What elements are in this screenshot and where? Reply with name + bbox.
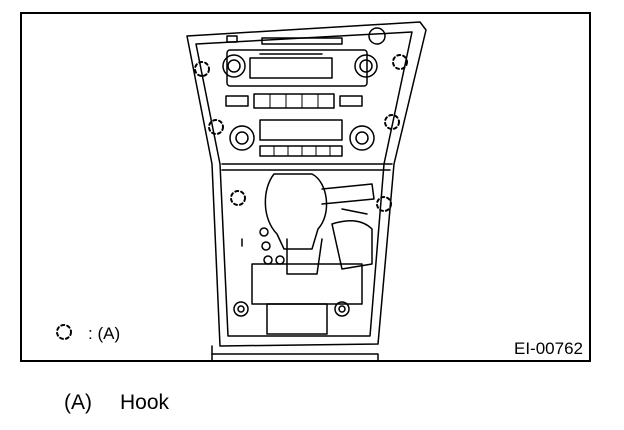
caption-id: (A): [64, 391, 92, 414]
climate-unit: [221, 119, 393, 171]
center-console-illustration: [56, 21, 427, 360]
hook-clips: [194, 54, 408, 212]
figure-code: EI-00762: [514, 339, 583, 358]
console-panel-outline: [186, 21, 427, 360]
legend-label: : (A): [88, 324, 121, 343]
hook-clip-icon: [208, 119, 224, 135]
hook-clip-legend-icon: [56, 324, 72, 340]
hook-clip-icon: [384, 114, 400, 130]
figure-frame: : (A) EI-00762: [20, 12, 591, 362]
caption: (A) Hook: [64, 391, 169, 415]
caption-text: Hook: [120, 391, 170, 414]
hook-clip-icon: [376, 196, 392, 212]
audio-unit: [222, 27, 386, 109]
hook-clip-icon: [230, 190, 246, 206]
hook-clip-icon: [392, 54, 408, 70]
hook-clip-icon: [194, 61, 210, 77]
shift-lever: [233, 173, 375, 335]
